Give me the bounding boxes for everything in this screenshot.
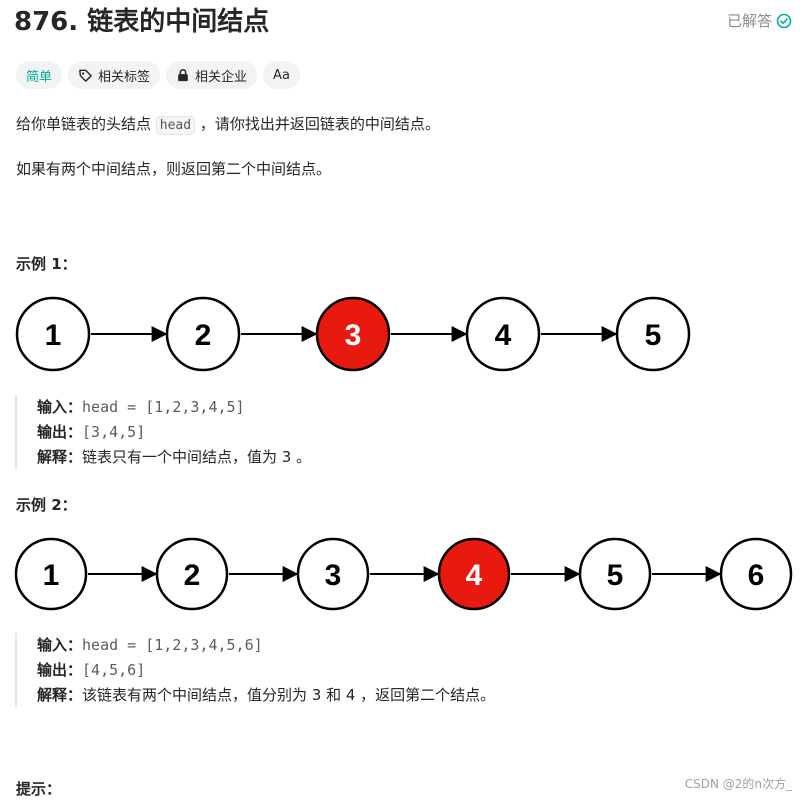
related-tags-button[interactable]: 相关标签 bbox=[68, 61, 161, 89]
hints-heading: 提示： bbox=[16, 780, 62, 798]
check-circle-icon bbox=[776, 13, 792, 28]
list-node bbox=[165, 296, 241, 372]
explain-label: 解释： bbox=[37, 686, 83, 704]
explain-label: 解释： bbox=[37, 448, 83, 466]
example-1-explain-row: 解释：链表只有一个中间结点，值为 3 。 bbox=[37, 445, 311, 470]
description-text-after: ，请你找出并返回链表的中间结点。 bbox=[195, 115, 440, 133]
example-1-input: head = [1,2,3,4,5] bbox=[82, 398, 245, 416]
example-2-input: head = [1,2,3,4,5,6] bbox=[82, 636, 263, 654]
related-tags-label: 相关标签 bbox=[98, 69, 151, 85]
list-node-middle bbox=[437, 537, 511, 611]
description-text-before: 给你单链表的头结点 bbox=[16, 115, 156, 133]
list-node bbox=[578, 537, 652, 611]
example-1-heading: 示例 1： bbox=[16, 255, 77, 273]
related-companies-label: 相关企业 bbox=[195, 69, 248, 85]
example-2-explain: 该链表有两个中间结点，值分别为 3 和 4 ，返回第二个结点。 bbox=[82, 686, 496, 704]
related-companies-button[interactable]: 相关企业 bbox=[166, 61, 258, 89]
list-node-value: 4 bbox=[495, 319, 512, 352]
example-2-input-row: 输入：head = [1,2,3,4,5,6] bbox=[37, 633, 495, 658]
translate-button[interactable]: Aa bbox=[263, 61, 300, 89]
example-1-explain: 链表只有一个中间结点，值为 3 。 bbox=[82, 448, 312, 466]
example-1-output: [3,4,5] bbox=[82, 423, 146, 441]
description-line-1: 给你单链表的头结点 head ，请你找出并返回链表的中间结点。 bbox=[16, 113, 440, 137]
example-2-output-row: 输出：[4,5,6] bbox=[37, 658, 495, 683]
list-node bbox=[615, 296, 691, 372]
example-2-linked-list-diagram: 1 2 3 4 5 6 bbox=[14, 537, 793, 611]
difficulty-label: 简单 bbox=[26, 69, 53, 85]
difficulty-badge[interactable]: 简单 bbox=[16, 61, 63, 89]
solved-status[interactable]: 已解答 bbox=[727, 10, 792, 31]
watermark: CSDN @2的n次方_ bbox=[684, 777, 792, 791]
example-1-linked-list-diagram: 1 2 3 4 5 bbox=[15, 296, 691, 372]
tag-icon bbox=[79, 69, 92, 82]
inline-code-head: head bbox=[155, 116, 196, 135]
output-label: 输出： bbox=[37, 661, 83, 679]
list-node-value: 2 bbox=[195, 319, 212, 352]
list-node bbox=[15, 296, 91, 372]
description-line-2: 如果有两个中间结点，则返回第二个中间结点。 bbox=[16, 160, 332, 178]
list-node-value: 5 bbox=[645, 319, 662, 352]
example-2-block: 输入：head = [1,2,3,4,5,6] 输出：[4,5,6] 解释：该链… bbox=[15, 633, 495, 708]
list-node bbox=[296, 537, 370, 611]
list-node-value: 2 bbox=[184, 559, 201, 592]
example-2-explain-row: 解释：该链表有两个中间结点，值分别为 3 和 4 ，返回第二个结点。 bbox=[37, 683, 495, 708]
list-node-value: 3 bbox=[325, 559, 342, 592]
list-node-value: 3 bbox=[345, 319, 362, 352]
problem-title: 876. 链表的中间结点 bbox=[14, 7, 270, 37]
example-2-heading: 示例 2： bbox=[16, 496, 77, 514]
input-label: 输入： bbox=[37, 636, 83, 654]
list-node bbox=[719, 537, 793, 611]
list-node bbox=[155, 537, 229, 611]
list-node-value: 6 bbox=[748, 559, 765, 592]
translate-icon: Aa bbox=[273, 67, 290, 83]
list-node bbox=[465, 296, 541, 372]
input-label: 输入： bbox=[37, 398, 83, 416]
list-node-value: 4 bbox=[466, 559, 483, 592]
output-label: 输出： bbox=[37, 423, 83, 441]
tag-bar: 简单 相关标签 相关企业 Aa bbox=[16, 61, 300, 89]
example-1-output-row: 输出：[3,4,5] bbox=[37, 420, 311, 445]
example-1-block: 输入：head = [1,2,3,4,5] 输出：[3,4,5] 解释：链表只有… bbox=[15, 395, 311, 470]
list-node bbox=[14, 537, 88, 611]
list-node-middle bbox=[315, 296, 391, 372]
list-node-value: 5 bbox=[607, 559, 624, 592]
list-node-value: 1 bbox=[45, 319, 62, 352]
list-node-value: 1 bbox=[43, 559, 60, 592]
example-1-input-row: 输入：head = [1,2,3,4,5] bbox=[37, 395, 311, 420]
lock-icon bbox=[178, 69, 188, 82]
example-2-output: [4,5,6] bbox=[82, 661, 146, 679]
solved-status-label: 已解答 bbox=[726, 12, 772, 30]
